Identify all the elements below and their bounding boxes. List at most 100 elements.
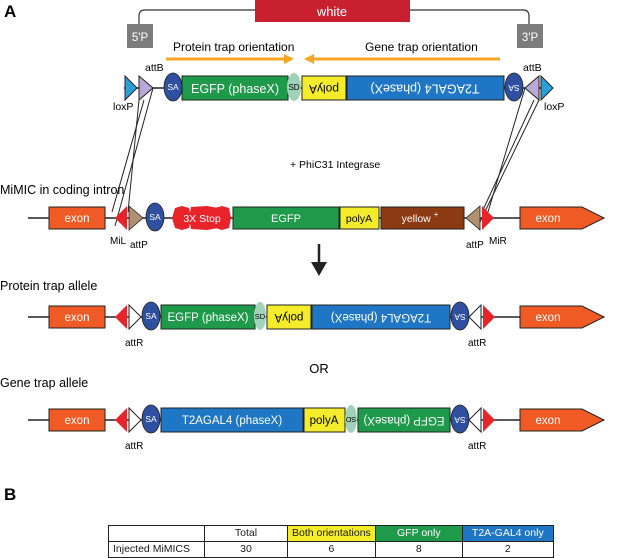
mimic-title: MiMIC in coding intron	[0, 183, 124, 197]
mimic-sa-label: SA	[149, 212, 161, 222]
table-header-cell: Total	[204, 525, 288, 542]
gt-exon-right-label: exon	[536, 415, 561, 427]
attp-left-label: attP	[130, 240, 148, 251]
pt-t2agal4-block	[311, 304, 451, 330]
yellow-marker-name: yellow	[402, 213, 432, 225]
pt-mi-left-icon	[115, 305, 127, 329]
mimic-exon-left	[48, 206, 106, 230]
gt-sa-left-icon	[141, 404, 161, 434]
gt-sd-icon	[345, 405, 357, 433]
mimic-exon-right-label: exon	[536, 213, 561, 225]
gt-mi-left-icon	[115, 408, 127, 432]
gene-trap-diagram: A white 5'P 3'P Protein trap orientation…	[0, 0, 606, 504]
gt-exon-left	[48, 408, 106, 432]
table-cell: 8	[374, 541, 463, 558]
mimic-polya-block	[339, 206, 380, 230]
sa-right-icon	[504, 72, 524, 102]
p-element-5	[127, 24, 153, 48]
gt-t2agal4-label: T2AGAL4 (phaseX)	[182, 415, 283, 427]
loxp-right-label: loxP	[544, 101, 564, 113]
panel-label-b: B	[4, 485, 16, 504]
p-element-3-label: 3'P	[522, 32, 539, 44]
polya-label: polyA	[309, 82, 339, 96]
loxp-left-icon	[124, 74, 138, 102]
t2agal4-block	[346, 75, 505, 101]
sd-icon	[287, 73, 301, 101]
gt-polya-block	[303, 407, 346, 433]
gene-trap-construct: exon attR SA T2AGAL4 (phaseX) polyA SD E…	[28, 404, 606, 452]
table-header-cell	[108, 525, 205, 542]
pt-mi-right-icon	[483, 305, 495, 329]
pt-polya-label: polyA	[274, 311, 303, 323]
attp-right-label: attP	[466, 240, 484, 251]
mil-icon	[115, 206, 127, 230]
stop-codon-icon-2	[189, 206, 220, 230]
pt-exon-left	[48, 305, 106, 329]
protein-trap-orientation-label: Protein trap orientation	[173, 40, 294, 54]
table-cell: 6	[287, 541, 376, 558]
sa-left-label: SA	[167, 82, 179, 92]
pt-sd-icon	[254, 302, 266, 330]
table-cell: 30	[204, 541, 288, 558]
table-cell: 2	[461, 541, 554, 558]
table-row-label: Injected MiMICS	[108, 541, 205, 558]
protein-trap-construct: exon attR SA EGFP (phaseX) SD polyA T2AG…	[28, 301, 606, 349]
mimic-exon-left-label: exon	[65, 213, 90, 225]
mimic-sa-icon	[145, 202, 165, 232]
loxp-right-icon	[540, 74, 554, 102]
pt-exon-left-label: exon	[65, 312, 90, 324]
gt-attr-right-label: attR	[468, 441, 486, 452]
gt-egfp-label: EGFP (phaseX)	[363, 414, 444, 426]
mil-label: MiL	[110, 236, 127, 247]
pt-polya-block	[266, 304, 312, 330]
mimic-egfp-label: EGFP	[271, 213, 301, 225]
yellow-marker-label: yellow+	[402, 210, 439, 225]
attb-left-icon	[138, 74, 154, 102]
t2agal4-label: T2AGAL4 (phaseX)	[370, 82, 479, 96]
pt-attr-right-icon	[468, 303, 482, 331]
table-header-cell: T2A-GAL4 only	[461, 525, 554, 542]
gt-sa-right-icon	[450, 404, 470, 434]
integrase-label: + PhiC31 Integrase	[290, 159, 380, 171]
sd-label: SD	[288, 83, 299, 92]
stop-codon-icon-3	[212, 206, 231, 230]
gt-sa-right-label: SA	[454, 415, 466, 425]
pt-sa-left-icon	[141, 301, 161, 331]
pt-attr-left-label: attR	[125, 338, 143, 349]
gt-attr-right-icon	[468, 406, 482, 434]
sa-right-label: SA	[508, 83, 520, 93]
stop-label: 3X Stop	[183, 213, 221, 225]
mimic-egfp-block	[232, 206, 340, 230]
p-element-3	[517, 24, 543, 48]
attp-right-icon	[465, 205, 481, 231]
pt-exon-right-label: exon	[536, 312, 561, 324]
pt-sd-label: SD	[255, 312, 266, 321]
table-header-cell: Both orientations	[287, 525, 376, 542]
cassette: white 5'P 3'P Protein trap orientation G…	[113, 0, 564, 113]
gt-exon-right	[519, 408, 606, 432]
gt-egfp-block	[357, 407, 451, 433]
gt-mi-right-icon	[483, 408, 495, 432]
p-element-5-label: 5'P	[132, 32, 149, 44]
yellow-marker-block	[380, 206, 465, 230]
table-row: Injected MiMICS 30 6 8 2	[108, 541, 554, 558]
protein-trap-title: Protein trap allele	[0, 279, 97, 293]
egfp-label: EGFP (phaseX)	[191, 82, 279, 96]
gt-attr-left-icon	[128, 406, 142, 434]
table-header-row: Total Both orientations GFP only T2A-GAL…	[108, 525, 554, 542]
white-marker	[255, 0, 410, 22]
gt-attr-left-label: attR	[125, 441, 143, 452]
stop-codon-icon-1	[172, 206, 191, 230]
pt-egfp-block	[160, 304, 256, 330]
attb-right-icon	[524, 74, 540, 102]
pt-sa-left-label: SA	[145, 311, 157, 321]
gt-t2agal4-block	[160, 407, 304, 433]
yellow-marker-superscript: +	[434, 210, 439, 219]
recombination-lines	[111, 87, 540, 227]
polya-block	[301, 75, 347, 101]
attb-left-label: attB	[145, 62, 164, 74]
pt-attr-left-icon	[128, 303, 142, 331]
mir-label: MiR	[489, 236, 507, 247]
white-marker-label: white	[316, 4, 347, 19]
mimic-summary-table: Total Both orientations GFP only T2A-GAL…	[108, 525, 554, 558]
